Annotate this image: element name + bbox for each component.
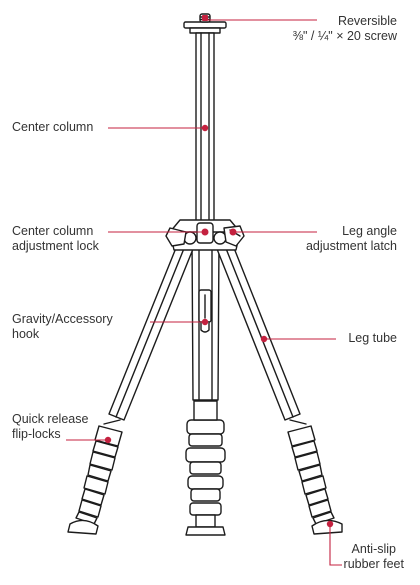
label-leg-tube-line1: Leg tube	[348, 331, 397, 345]
label-leg-angle-latch-line1: Leg angle	[342, 224, 397, 238]
label-reversible-screw: Reversible ⅜" / ¼" × 20 screw	[293, 14, 397, 44]
label-flip-locks-line2: flip-locks	[12, 427, 61, 441]
label-center-column: Center column	[12, 120, 93, 135]
label-gravity-hook: Gravity/Accessory hook	[12, 312, 113, 342]
label-leg-tube: Leg tube	[348, 331, 397, 346]
dot-flip-locks	[104, 436, 112, 444]
label-leg-angle-latch: Leg angle adjustment latch	[306, 224, 397, 254]
tripod-illustration	[67, 13, 343, 536]
dot-leg-tube	[260, 335, 268, 343]
label-gravity-hook-line1: Gravity/Accessory	[12, 312, 113, 326]
label-center-column-lock-line2: adjustment lock	[12, 239, 99, 253]
callout-leaders	[66, 19, 342, 566]
label-rubber-feet-line1: Anti-slip	[351, 542, 396, 556]
dot-gravity-hook	[201, 318, 209, 326]
label-leg-angle-latch-line2: adjustment latch	[305, 239, 397, 253]
label-rubber-feet: Anti-slip rubber feet	[344, 542, 404, 572]
label-reversible-screw-line2: ⅜" / ¼" × 20 screw	[292, 29, 397, 43]
label-gravity-hook-line2: hook	[12, 327, 40, 341]
dot-center-column-lock	[201, 228, 209, 236]
label-flip-locks: Quick release flip-locks	[12, 412, 88, 442]
leader-rubber-feet	[329, 524, 342, 566]
label-center-column-line1: Center column	[12, 120, 94, 134]
label-reversible-screw-line1: Reversible	[337, 14, 397, 28]
dot-center-column	[201, 124, 209, 132]
label-rubber-feet-line2: rubber feet	[343, 557, 404, 571]
dot-rubber-feet	[326, 520, 334, 528]
gravity-hook	[198, 289, 212, 333]
right-leg	[216, 242, 343, 535]
label-flip-locks-line1: Quick release	[12, 412, 89, 426]
label-center-column-lock-line1: Center column	[12, 224, 94, 238]
label-center-column-lock: Center column adjustment lock	[12, 224, 99, 254]
dot-leg-angle-latch	[229, 228, 237, 236]
left-leg	[67, 242, 194, 535]
callout-dots	[104, 15, 334, 528]
rear-leg	[185, 239, 226, 536]
screw-marker	[202, 15, 208, 21]
